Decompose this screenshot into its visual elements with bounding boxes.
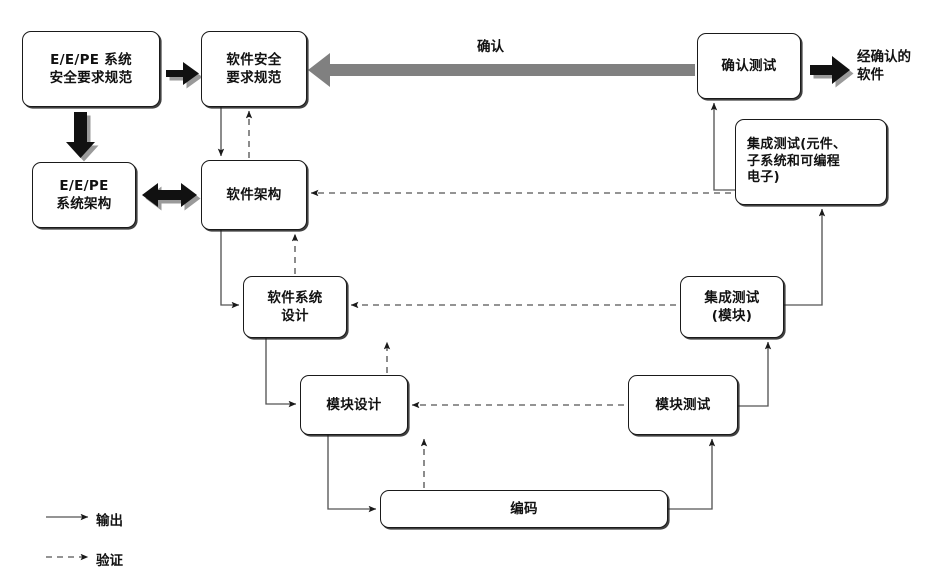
node-software-system-design[interactable]: 软件系统 设计: [243, 276, 347, 338]
validated-software-label: 经确认的 软件: [857, 49, 911, 84]
node-label: E/E/PE 系统架构: [56, 177, 112, 212]
node-software-safety-requirements[interactable]: 软件安全 要求规范: [201, 31, 307, 107]
node-module-testing[interactable]: 模块测试: [628, 375, 738, 435]
output-mod-test-to-int-test-m: [738, 341, 772, 407]
node-label: 模块测试: [655, 396, 711, 413]
node-integration-testing-module[interactable]: 集成测试 (模块): [680, 276, 784, 338]
node-label: E/E/PE 系统 安全要求规范: [49, 51, 133, 86]
node-label: 软件安全 要求规范: [226, 51, 282, 86]
node-integration-testing-components[interactable]: 集成测试(元件、 子系统和可编程 电子): [735, 119, 887, 205]
validation-arrow-val-test-to-sw-req: [308, 53, 695, 87]
node-coding[interactable]: 编码: [380, 490, 668, 528]
node-eepe-system-architecture[interactable]: E/E/PE 系统架构: [32, 162, 136, 228]
thick-arrow-eepe-arch-sw-arch-bidirectional: [142, 183, 201, 211]
node-label: 编码: [510, 500, 538, 517]
node-label: 确认测试: [721, 57, 777, 74]
output-int-test-c-to-val-test: [710, 102, 735, 191]
output-int-test-m-to-int-test-c: [784, 208, 826, 306]
legend-marks: [46, 513, 89, 561]
node-label: 集成测试 (模块): [704, 289, 760, 324]
node-validation-testing[interactable]: 确认测试: [697, 33, 801, 99]
node-software-architecture[interactable]: 软件架构: [201, 160, 307, 230]
legend-verification-label: 验证: [96, 553, 123, 569]
node-label: 软件架构: [226, 186, 282, 203]
node-module-design[interactable]: 模块设计: [300, 375, 408, 435]
output-mod-des-to-coding: [327, 435, 377, 513]
verification-connectors: [245, 110, 731, 488]
output-connectors: [217, 102, 826, 513]
node-label: 模块设计: [326, 396, 382, 413]
node-label: 集成测试(元件、 子系统和可编程 电子): [747, 136, 847, 186]
output-sw-arch-to-sw-sys-des: [220, 230, 240, 309]
node-label: 软件系统 设计: [267, 289, 323, 324]
thick-arrow-eepe-req-to-sw-req: [166, 62, 203, 89]
thick-arrow-eepe-req-to-eepe-arch: [66, 112, 99, 162]
thick-arrow-val-test-to-validated-software: [810, 56, 854, 88]
validation-arrow-label: 确认: [477, 39, 504, 55]
node-eepe-system-safety-requirements[interactable]: E/E/PE 系统 安全要求规范: [22, 31, 160, 107]
output-coding-to-mod-test: [668, 438, 716, 510]
legend-output-label: 输出: [96, 513, 123, 529]
output-sw-sys-des-to-mod-des: [265, 338, 297, 408]
